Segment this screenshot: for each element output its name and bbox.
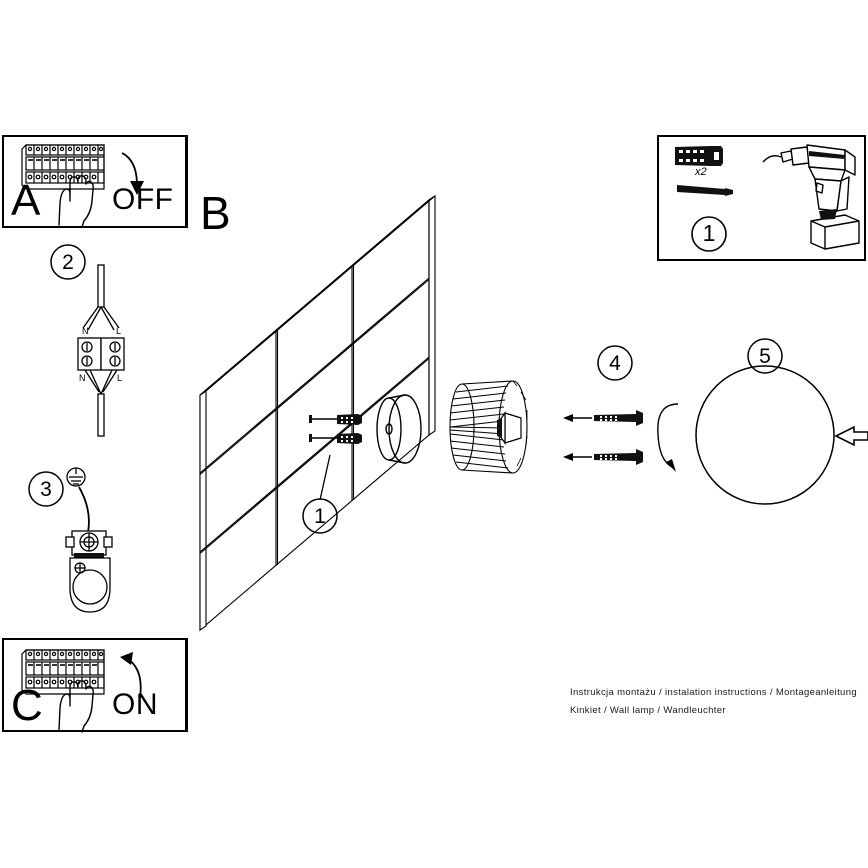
step-1-circle [691, 216, 727, 252]
step-1-number: 1 [703, 220, 716, 246]
terminal-label-l-top: L [116, 326, 121, 336]
panel-parts-artwork: 1 [675, 144, 860, 252]
step-3-earth-ground: 3 [28, 467, 113, 613]
tiled-wall-isometric-icon [199, 194, 436, 632]
panel-c-action-label: ON [112, 688, 158, 721]
terminal-label-l-bottom: L [117, 373, 122, 383]
lamp-body-icon [449, 380, 528, 474]
panel-a-letter: A [11, 176, 41, 225]
screw-icon [677, 185, 733, 196]
step-1-callout-circle [302, 498, 338, 534]
footer-line-1: Instrukcja montażu / instalation instruc… [570, 687, 857, 698]
panel-c-artwork [21, 649, 142, 733]
parts-quantity-label: x2 [695, 166, 707, 178]
wall-plug-anchor-icon [675, 146, 723, 166]
push-arrow-icon [834, 425, 868, 447]
mounting-bracket-icon [376, 394, 422, 464]
step-4-screws [563, 410, 643, 465]
hand-icon [58, 175, 94, 228]
step-1-callout-number: 1 [314, 505, 326, 528]
step-4-marker: 4 [597, 345, 633, 381]
panel-parts: 1 [657, 135, 866, 261]
step-2-number: 2 [62, 251, 74, 274]
panel-c-letter: C [11, 681, 43, 730]
installed-anchors-icon [309, 414, 362, 444]
panel-a: A OFF [2, 135, 187, 228]
terminal-label-n-top: N [82, 326, 89, 336]
callout-1: 1 [302, 454, 338, 534]
step-5-marker: 5 [747, 338, 783, 374]
step-3-number: 3 [40, 478, 52, 501]
hand-icon [58, 680, 94, 733]
curved-arrow-down-icon [121, 152, 144, 195]
step-5-number: 5 [759, 345, 771, 368]
step-4-number: 4 [609, 352, 621, 375]
terminal-label-n-bottom: N [79, 373, 86, 383]
panel-c: C ON [2, 638, 187, 733]
panel-a-artwork [21, 144, 144, 228]
footer-line-2: Kinkiet / Wall lamp / Wandleuchter [570, 704, 726, 716]
step-2-terminal-block: 2 [50, 244, 125, 437]
panel-b-letter: B [200, 187, 231, 239]
panel-a-action-label: OFF [112, 183, 174, 216]
earth-ground-icon [66, 467, 86, 487]
curved-arrow-up-icon [120, 652, 142, 699]
footer-block: Instrukcja montażu / instalation instruc… [570, 684, 857, 719]
glass-globe-icon [695, 365, 835, 505]
step-5-globe [657, 365, 868, 505]
circuit-breaker-panel-icon [21, 144, 105, 190]
power-drill-icon [762, 144, 860, 250]
